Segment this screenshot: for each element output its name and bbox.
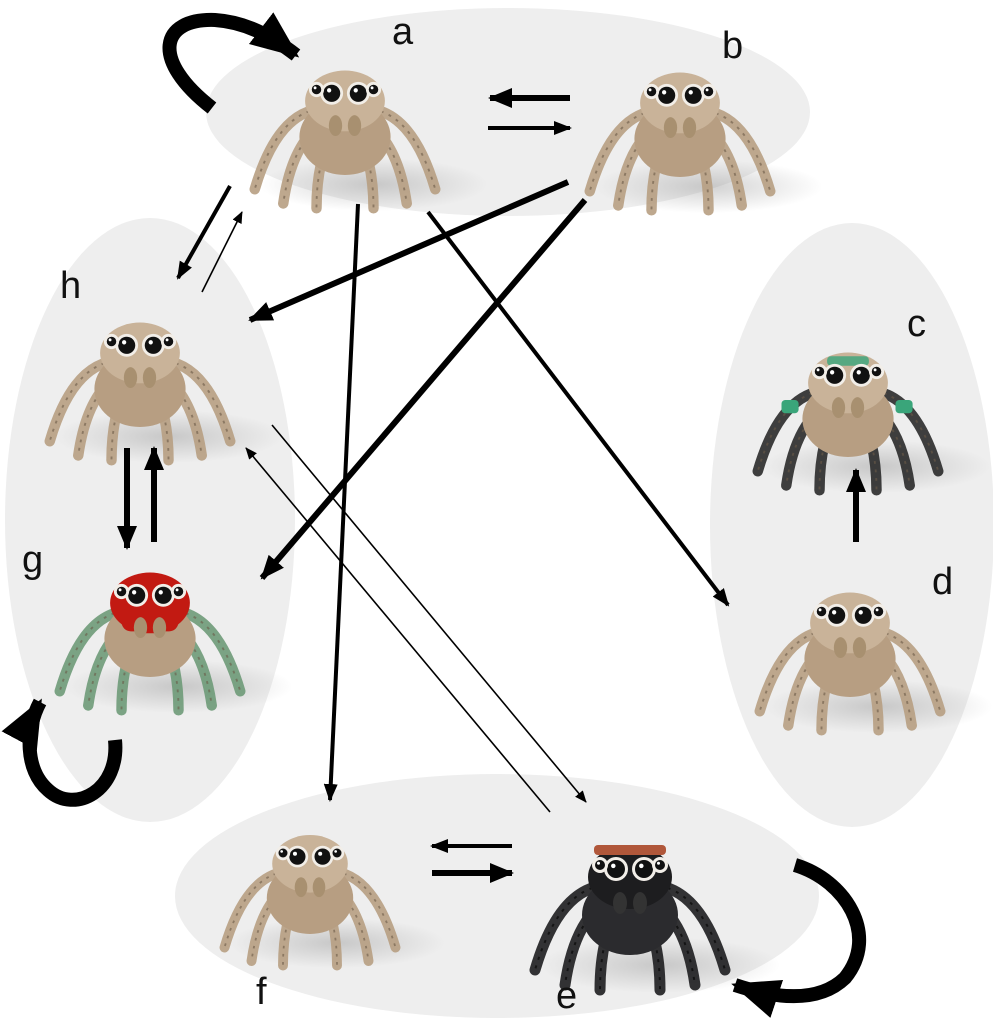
node-label-d: d [932, 561, 953, 603]
arrow-a-to-f [330, 204, 358, 800]
node-label-b: b [722, 25, 743, 67]
group-gh-background [5, 218, 295, 822]
node-label-g: g [22, 539, 43, 581]
arrow-b-to-g [262, 200, 585, 578]
arrow-a-to-d [428, 212, 728, 605]
node-label-e: e [556, 975, 577, 1017]
group-cd-background [710, 223, 993, 827]
node-label-f: f [256, 971, 267, 1013]
node-label-a: a [392, 11, 414, 53]
arrow-h-to-e [272, 425, 586, 802]
arrow-e-to-h [246, 448, 550, 812]
node-label-c: c [907, 303, 926, 345]
node-label-h: h [60, 265, 81, 307]
